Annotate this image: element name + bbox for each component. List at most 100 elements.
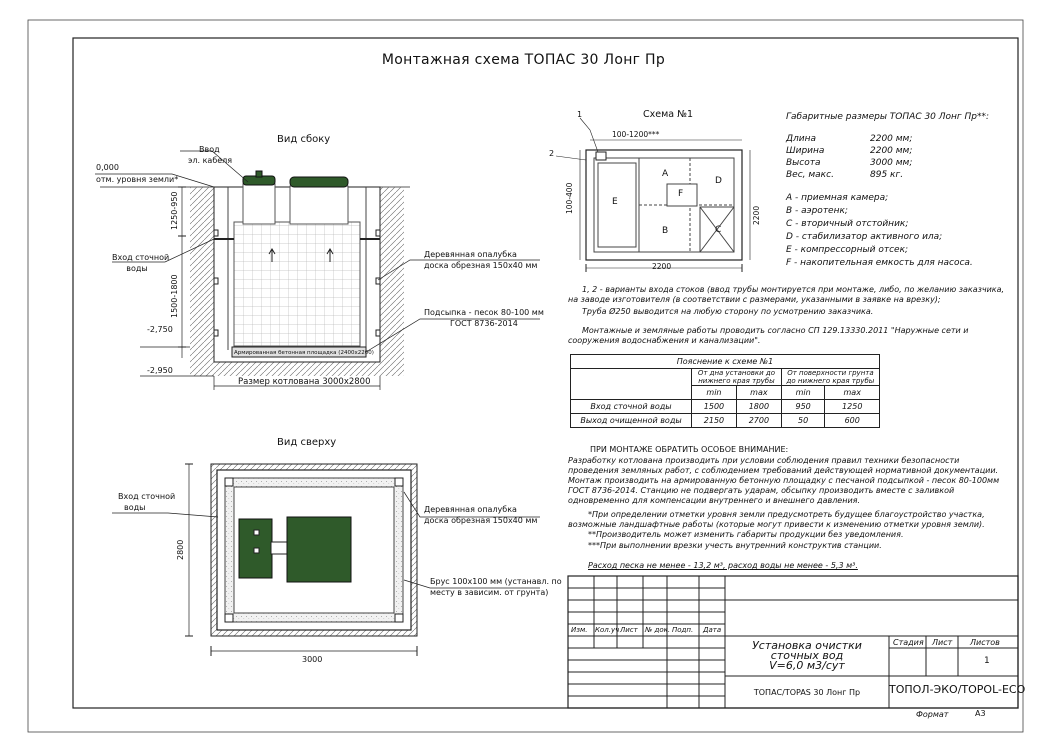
backfill-label-1: Подсыпка - песок 80-100 мм <box>424 308 544 317</box>
top-view-drawing <box>112 463 540 656</box>
scheme-table: Пояснение к схеме №1 От дна установки до… <box>570 354 881 428</box>
top-formwork-2: доска обрезная 150х40 мм <box>424 516 538 525</box>
inner-frame <box>72 37 1019 709</box>
attention-note-2: **Производитель может изменить габариты … <box>588 530 904 539</box>
attention-note-3: ***При выполнении врезки учесть внутренн… <box>588 541 882 550</box>
tb-col-sheet: Лист <box>620 626 638 634</box>
table-cell: 1500 <box>691 399 737 414</box>
dim-value-width: 2200 мм; <box>870 146 913 156</box>
page-title: Монтажная схема ТОПАС 30 Лонг Пр <box>381 52 666 68</box>
depth-dimension-2: 1500-1800 <box>170 274 179 318</box>
formwork-label-2: доска обрезная 150х40 мм <box>424 261 538 270</box>
dim-value-weight: 895 кг. <box>870 170 904 180</box>
tb-product: ТОПАС/TOPAS 30 Лонг Пр <box>753 688 861 697</box>
table-caption: Пояснение к схеме №1 <box>570 354 880 369</box>
tb-col-count: Кол.уч <box>595 626 620 634</box>
tb-name-1: Установка очистки <box>752 639 862 652</box>
table-cell: 2700 <box>735 413 782 428</box>
scheme-1-drawing <box>555 117 751 272</box>
attention-note-1: *При определении отметки уровня земли пр… <box>568 510 985 529</box>
table-row: Выход очищенной воды 2150 2700 50 600 <box>570 413 880 428</box>
table-subheader: min <box>780 385 826 400</box>
pit-size-label: Размер котлована 3000х2800 <box>238 377 371 387</box>
tb-col-date: Дата <box>703 626 722 634</box>
level-2750: -2,750 <box>147 325 173 334</box>
tb-stage: Стадия <box>893 638 924 647</box>
table-col-group-1: От дна установки до нижнего края трубы <box>691 368 782 386</box>
tb-sheets: Листов <box>970 638 1000 647</box>
legend-item-e: Е - компрессорный отсек; <box>786 245 909 255</box>
cable-input-label-1: Ввод <box>199 145 220 154</box>
side-view-heading: Вид сбоку <box>277 134 331 145</box>
dimensions-heading: Габаритные размеры ТОПАС 30 Лонг Пр**: <box>786 112 990 122</box>
legend-item-f: F - накопительная емкость для насоса. <box>786 258 973 268</box>
table-row: Вход сточной воды 1500 1800 950 1250 <box>570 399 880 414</box>
zone-f: F <box>678 189 684 199</box>
tb-col-doc: № док. <box>645 626 671 634</box>
tb-sheet: Лист <box>932 638 953 647</box>
backfill-label-2: ГОСТ 8736-2014 <box>450 319 518 328</box>
table-cell: 1800 <box>735 399 782 414</box>
scheme-heading: Схема №1 <box>643 109 694 120</box>
table-row-name: Вход сточной воды <box>570 399 692 414</box>
ground-level-label: отм. уровня земли* <box>96 175 179 184</box>
scheme-mark-1: 1 <box>577 110 583 119</box>
beam-label-1: Брус 100х100 мм (устанавл. по <box>430 577 562 586</box>
table-subheader: min <box>691 385 737 400</box>
zone-d: D <box>715 176 722 186</box>
table-row-name: Выход очищенной воды <box>570 413 692 428</box>
level-2950: -2,950 <box>147 366 173 375</box>
zone-e: E <box>612 197 618 207</box>
scheme-dim-right: 2200 <box>752 205 761 225</box>
note-variants: 1, 2 - варианты входа стоков (ввод трубы… <box>568 285 1005 304</box>
scheme-dim-bottom: 2200 <box>652 262 672 271</box>
table-subheader: max <box>824 385 880 400</box>
sewage-inlet-label-1: Вход сточной <box>112 253 170 262</box>
top-sewage-inlet-1: Вход сточной <box>118 492 176 501</box>
table-cell: 1250 <box>824 399 880 414</box>
legend-item-c: С - вторичный отстойник; <box>786 219 909 229</box>
attention-heading: ПРИ МОНТАЖЕ ОБРАТИТЬ ОСОБОЕ ВНИМАНИЕ: <box>590 445 789 454</box>
attention-body: Разработку котлована производить при усл… <box>568 456 1000 505</box>
legend-item-d: D - стабилизатор активного ила; <box>786 232 943 242</box>
outer-frame <box>27 19 1024 733</box>
format-label: Формат <box>916 710 949 719</box>
tb-sheets-value: 1 <box>984 656 990 666</box>
zone-c: C <box>715 225 722 235</box>
scheme-dim-top: 100-1200*** <box>612 130 660 139</box>
consumption-note: Расход песка не менее - 13,2 м³, расход … <box>588 561 858 570</box>
dim-label-width: Ширина <box>786 146 825 156</box>
note-pipe: Труба Ø250 выводится на любую сторону по… <box>582 307 874 316</box>
sewage-inlet-label-2: воды <box>126 264 148 273</box>
scheme-mark-2: 2 <box>549 149 555 158</box>
top-sewage-inlet-2: воды <box>124 503 146 512</box>
cable-input-label-2: эл. кабеля <box>188 156 233 165</box>
table-col-group-2: От поверхности грунта до нижнего края тр… <box>780 368 881 386</box>
tb-col-sign: Подп. <box>672 626 694 634</box>
top-dim-width: 3000 <box>302 655 323 664</box>
side-view-drawing <box>95 150 540 390</box>
zone-a: A <box>662 169 669 179</box>
format-value: А3 <box>975 709 986 718</box>
scheme-dim-left: 100-400 <box>565 182 574 214</box>
title-block-grid <box>567 575 1019 709</box>
tb-name-3: V=6,0 м3/сут <box>769 659 845 672</box>
table-cell: 2150 <box>691 413 737 428</box>
formwork-label-1: Деревянная опалубка <box>424 250 517 259</box>
tb-name-2: сточных вод <box>770 649 844 662</box>
legend-item-b: В - аэротенк; <box>786 206 848 216</box>
dim-value-length: 2200 мм; <box>870 134 913 144</box>
ground-level-value: 0,000 <box>96 163 119 172</box>
dim-label-length: Длина <box>786 134 817 144</box>
dim-value-height: 3000 мм; <box>870 158 913 168</box>
legend-item-a: А - приемная камера; <box>786 193 889 203</box>
top-view-heading: Вид сверху <box>277 437 337 448</box>
dim-label-height: Высота <box>786 158 821 168</box>
table-cell: 950 <box>780 399 826 414</box>
table-cell: 50 <box>780 413 826 428</box>
tb-col-change: Изм. <box>571 626 588 634</box>
top-dim-height: 2800 <box>176 539 185 560</box>
top-formwork-1: Деревянная опалубка <box>424 505 517 514</box>
